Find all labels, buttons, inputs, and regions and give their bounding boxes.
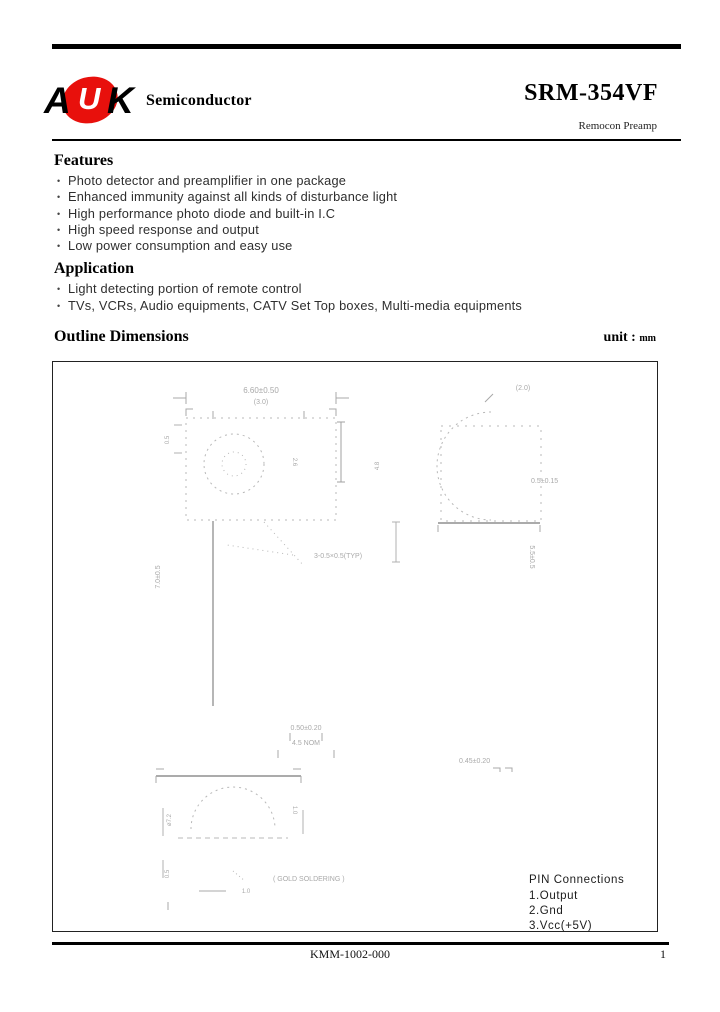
auk-logo: A U K xyxy=(44,70,144,130)
feature-item: High speed response and output xyxy=(54,222,654,239)
dimension-annotation: 0.50±0.20 xyxy=(290,725,321,732)
unit-value: mm xyxy=(639,333,656,344)
pin-list: 1.Output 2.Gnd 3.Vcc(+5V) xyxy=(529,889,624,934)
page-number: 1 xyxy=(660,947,666,961)
feature-item: High performance photo diode and built-i… xyxy=(54,206,654,223)
dimension-annotation: 6.60±0.50 xyxy=(243,386,279,395)
feature-item: Low power consumption and easy use xyxy=(54,238,654,255)
dimension-annotation: 0.5 xyxy=(165,435,171,444)
dimension-annotation: 5.5±0.5 xyxy=(528,545,535,568)
dimension-annotation: ( GOLD SOLDERING ) xyxy=(273,876,345,883)
unit-text: unit : xyxy=(603,330,636,345)
footer-divider xyxy=(52,942,669,945)
dimension-annotation: 1.0 xyxy=(291,806,297,815)
pin-connections: PIN Connections 1.Output 2.Gnd 3.Vcc(+5V) xyxy=(529,873,624,934)
document-number: KMM-1002-000 xyxy=(310,947,390,961)
header-divider xyxy=(52,139,681,141)
logo-letter-k: K xyxy=(107,80,134,121)
dimension-annotation: ø7.2 xyxy=(167,813,173,826)
brand-name: Semiconductor xyxy=(146,92,252,109)
product-subtitle: Remocon Preamp xyxy=(578,120,657,132)
pin-item: 3.Vcc(+5V) xyxy=(529,920,593,932)
application-item: TVs, VCRs, Audio equipments, CATV Set To… xyxy=(54,298,654,315)
dimension-annotation: 1.0 xyxy=(242,889,251,895)
outline-dimensions-heading: Outline Dimensions xyxy=(54,328,189,345)
features-heading: Features xyxy=(54,152,114,169)
features-list: Photo detector and preamplifier in one p… xyxy=(54,173,654,255)
feature-item: Photo detector and preamplifier in one p… xyxy=(54,173,654,190)
dimension-annotation: 4.8 xyxy=(375,461,381,470)
dimension-annotation: 0.5 xyxy=(165,869,171,878)
dimension-annotation: 7.0±0.5 xyxy=(155,565,162,588)
top-rule xyxy=(52,44,681,49)
pin-connections-title: PIN Connections xyxy=(529,874,625,886)
part-number-title: SRM-354VF xyxy=(524,80,658,106)
feature-application-block: Features Photo detector and preamplifier… xyxy=(54,152,654,320)
logo-letter-a: A xyxy=(44,80,71,121)
application-item: Light detecting portion of remote contro… xyxy=(54,281,654,298)
dimension-annotation: (3.0) xyxy=(254,399,268,406)
logo-letter-u: U xyxy=(78,81,101,116)
feature-item: Enhanced immunity against all kinds of d… xyxy=(54,189,654,206)
application-heading: Application xyxy=(54,260,135,278)
dimension-annotation: 0.5±0.15 xyxy=(531,478,558,485)
dimension-annotation: 0.45±0.20 xyxy=(459,758,490,765)
dimension-annotation: 2.6 xyxy=(291,458,297,467)
dimension-annotation: 4.5 NOM xyxy=(292,740,320,747)
dimension-annotation: 3-0.5×0.5(TYP) xyxy=(314,553,362,560)
dimension-annotation: (2.0) xyxy=(516,385,530,392)
outline-drawing-box: 6.60±0.50 (3.0) (2.0) 0.5±0.15 3-0.5×0.5(TYP… xyxy=(52,361,658,932)
pin-item: 2.Gnd xyxy=(529,905,564,917)
unit-label: unit : mm xyxy=(604,330,656,346)
application-list: Light detecting portion of remote contro… xyxy=(54,281,654,314)
package-outline-drawing: 6.60±0.50 (3.0) (2.0) 0.5±0.15 3-0.5×0.5(TYP… xyxy=(155,385,558,910)
pin-item: 1.Output xyxy=(529,890,578,902)
